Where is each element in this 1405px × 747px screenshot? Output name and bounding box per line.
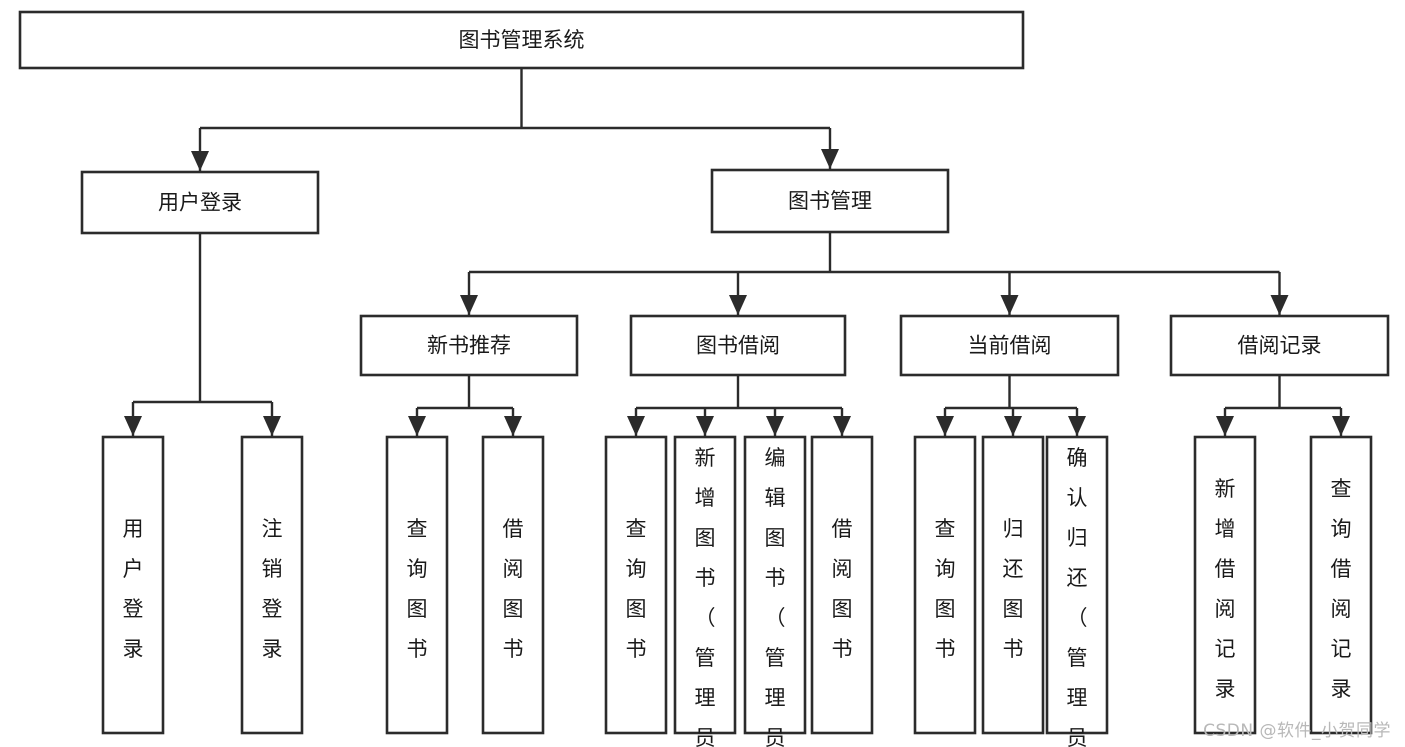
arrow-head-l3-2-0 [936,416,954,436]
arrow-head-l3-3-0 [1216,416,1234,436]
node-label-当前借阅: 当前借阅 [968,334,1052,358]
node-box-新增图书管理员[interactable] [673,435,737,735]
node-新增图书管理员[interactable]: 新增图书（管理员） [673,435,737,747]
node-box-新增借阅记录[interactable] [1193,435,1257,735]
node-label-借阅记录: 借阅记录 [1238,334,1322,358]
node-layer: 图书管理系统用户登录图书管理新书推荐图书借阅当前借阅借阅记录用户登录注销登录查询… [18,10,1390,747]
node-用户登录[interactable]: 用户登录 [101,435,165,735]
arrow-head-l3-0-1 [504,416,522,436]
node-label-用户登录: 用户登录 [158,191,242,215]
arrow-head-l3-1-2 [766,416,784,436]
node-label-新增借阅记录: 新增借阅记录 [1215,477,1236,701]
node-用户登录[interactable]: 用户登录 [80,170,320,235]
arrow-head-book-mgmt-3 [1270,295,1289,315]
node-box-借阅图书[interactable] [810,435,874,735]
node-box-借阅图书[interactable] [481,435,545,735]
node-label-查询图书: 查询图书 [626,517,647,661]
node-label-编辑图书管理员: 编辑图书（管理员） [765,446,786,747]
node-新书推荐[interactable]: 新书推荐 [359,314,579,377]
node-确认归还管理员[interactable]: 确认归还（管理员） [1045,435,1109,747]
connector-layer [124,68,1350,436]
node-label-图书借阅: 图书借阅 [696,334,780,358]
node-box-查询图书[interactable] [604,435,668,735]
node-label-归还图书: 归还图书 [1003,517,1024,661]
node-box-借阅记录[interactable] [1169,314,1390,377]
node-借阅记录[interactable]: 借阅记录 [1169,314,1390,377]
arrow-head-l3-2-2 [1068,416,1086,436]
node-label-借阅图书: 借阅图书 [832,517,853,661]
node-新增借阅记录[interactable]: 新增借阅记录 [1193,435,1257,735]
node-box-查询借阅记录[interactable] [1309,435,1373,735]
arrow-head-book-mgmt-0 [460,295,478,315]
node-label-图书管理: 图书管理 [788,189,872,213]
node-label-图书管理系统: 图书管理系统 [459,28,585,52]
node-label-借阅图书: 借阅图书 [503,517,524,661]
node-查询借阅记录[interactable]: 查询借阅记录 [1309,435,1373,735]
arrow-head-user-login-1 [263,416,281,436]
node-借阅图书[interactable]: 借阅图书 [810,435,874,735]
node-box-查询图书[interactable] [913,435,977,735]
node-box-用户登录[interactable] [80,170,320,235]
node-label-确认归还管理员: 确认归还（管理员） [1067,446,1088,747]
node-图书管理系统[interactable]: 图书管理系统 [18,10,1025,70]
arrow-head-l3-1-1 [696,416,714,436]
node-label-新书推荐: 新书推荐 [427,334,511,358]
arrow-head-root-1 [821,149,839,169]
node-label-查询图书: 查询图书 [407,517,428,661]
arrow-head-l3-2-1 [1004,416,1022,436]
node-box-图书借阅[interactable] [629,314,847,377]
node-图书管理[interactable]: 图书管理 [710,168,950,234]
arrow-head-user-login-0 [124,416,142,436]
arrow-head-book-mgmt-2 [1000,295,1019,315]
arrow-head-l3-0-0 [408,416,426,436]
node-label-查询图书: 查询图书 [935,517,956,661]
node-box-新书推荐[interactable] [359,314,579,377]
node-box-图书管理系统[interactable] [18,10,1025,70]
node-当前借阅[interactable]: 当前借阅 [899,314,1120,377]
node-box-确认归还管理员[interactable] [1045,435,1109,735]
node-查询图书[interactable]: 查询图书 [604,435,668,735]
node-box-图书管理[interactable] [710,168,950,234]
arrow-head-l3-1-0 [627,416,645,436]
node-label-注销登录: 注销登录 [262,517,283,661]
node-box-当前借阅[interactable] [899,314,1120,377]
node-label-新增图书管理员: 新增图书（管理员） [695,446,716,747]
arrow-head-l3-1-3 [833,416,851,436]
node-box-用户登录[interactable] [101,435,165,735]
node-归还图书[interactable]: 归还图书 [981,435,1045,735]
node-编辑图书管理员[interactable]: 编辑图书（管理员） [743,435,807,747]
arrow-head-root-0 [191,151,209,171]
watermark-text: CSDN @软件_小贺同学 [1203,721,1391,741]
node-box-查询图书[interactable] [385,435,449,735]
arrow-head-book-mgmt-1 [729,295,747,315]
node-图书借阅[interactable]: 图书借阅 [629,314,847,377]
node-查询图书[interactable]: 查询图书 [913,435,977,735]
node-label-用户登录: 用户登录 [123,517,144,661]
node-注销登录[interactable]: 注销登录 [240,435,304,735]
node-label-查询借阅记录: 查询借阅记录 [1331,477,1352,701]
node-借阅图书[interactable]: 借阅图书 [481,435,545,735]
node-查询图书[interactable]: 查询图书 [385,435,449,735]
node-box-注销登录[interactable] [240,435,304,735]
node-box-归还图书[interactable] [981,435,1045,735]
node-box-编辑图书管理员[interactable] [743,435,807,735]
arrow-head-l3-3-1 [1332,416,1350,436]
